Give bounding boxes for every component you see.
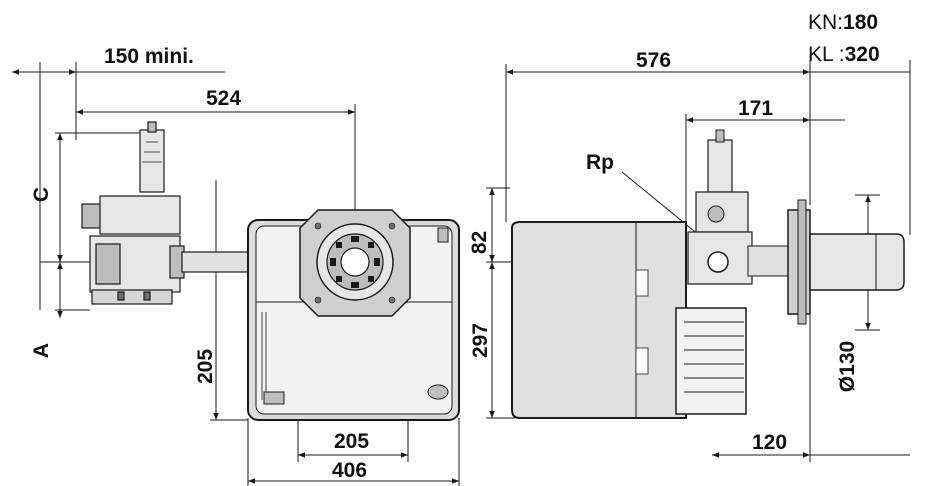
vent-slots-front — [261, 312, 267, 400]
pressure-switch-left — [81, 203, 103, 229]
dimension-lines — [12, 60, 911, 486]
drain-knob — [427, 384, 449, 400]
valve-block-left — [95, 243, 121, 285]
variant-kn: KN:180 — [808, 11, 879, 34]
dim-406-label: 406 — [332, 459, 368, 482]
gas-pipe-right — [747, 245, 789, 277]
dim-205-horizontal-label: 205 — [334, 430, 370, 453]
valve-base-left — [91, 289, 173, 305]
dim-120-label: 120 — [752, 431, 788, 454]
nozzle-center — [340, 247, 370, 277]
label-plate-lower — [635, 347, 649, 375]
rp-leader — [621, 171, 706, 241]
dim-c-label: C — [30, 186, 54, 203]
dim-524-label: 524 — [206, 87, 242, 110]
pressure-switch-right — [707, 205, 725, 223]
variant-kn-value: 180 — [843, 11, 879, 34]
dim-150-label: 150 mini. — [104, 45, 194, 68]
dim-297-label: 297 — [469, 322, 493, 359]
variant-kl: KL :320 — [808, 43, 880, 66]
motor-fins — [675, 307, 747, 415]
valve-body-upper-left — [99, 195, 181, 235]
variant-kn-name: KN — [808, 11, 838, 34]
coil-terminal-left — [147, 121, 157, 133]
label-plate-upper — [635, 269, 649, 297]
dim-82-label: 82 — [468, 230, 492, 255]
diffuser-blades — [330, 236, 380, 288]
dim-205-vertical-label: 205 — [194, 348, 218, 385]
housing-side — [511, 221, 687, 419]
variant-kl-name: KL — [808, 43, 833, 66]
dim-171-label: 171 — [738, 97, 774, 120]
combustion-head — [809, 233, 905, 291]
motor-fin-lines — [684, 321, 744, 393]
valve-body-lower-right — [687, 231, 753, 285]
dim-a-label: A — [30, 342, 54, 359]
gas-inlet-rp — [707, 251, 729, 273]
burner-side-view — [511, 129, 905, 419]
solenoid-coil-right — [707, 139, 733, 193]
burner-front-view — [247, 209, 460, 421]
dim-diameter-label: Ø130 — [836, 340, 860, 393]
variant-kl-value: 320 — [844, 43, 880, 66]
rp-label: Rp — [586, 151, 614, 174]
solenoid-coil-left — [139, 129, 165, 193]
dim-576-label: 576 — [636, 49, 672, 72]
